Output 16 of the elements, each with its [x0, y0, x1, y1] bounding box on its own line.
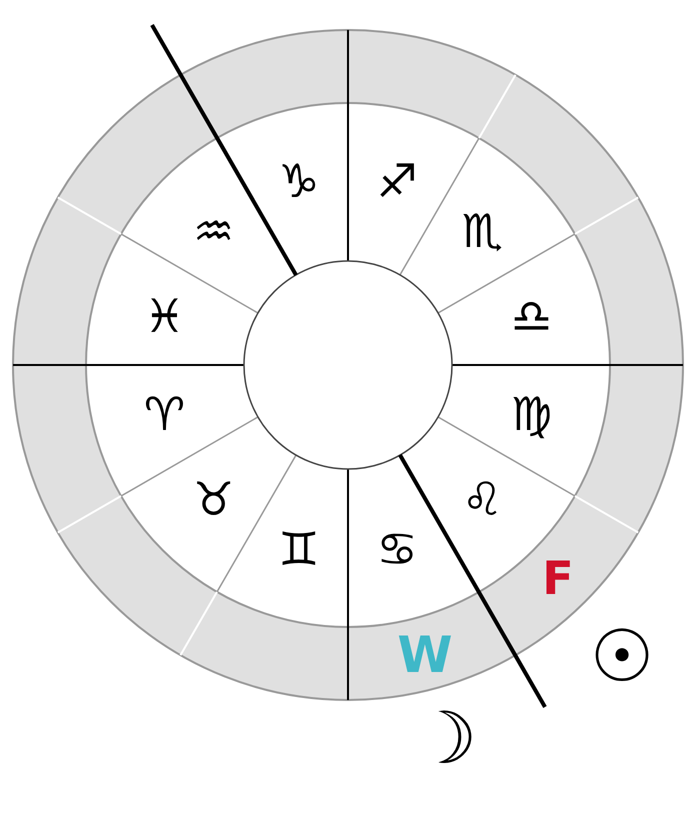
- zodiac-sign: ♒: [193, 208, 234, 254]
- zodiac-sign: ♋: [376, 526, 418, 572]
- sun-symbol: ☉: [590, 620, 654, 692]
- zodiac-sign: ♊: [278, 526, 320, 572]
- zodiac-sign: ♌: [462, 476, 503, 522]
- zodiac-sign: ♏: [462, 208, 503, 254]
- moon-symbol: ☽: [412, 702, 478, 774]
- letter-label: F: [542, 555, 574, 601]
- zodiac-sign: ♎: [510, 292, 552, 339]
- zodiac-sign: ♓: [144, 292, 186, 339]
- letter-label: W: [397, 630, 453, 680]
- zodiac-sign: ♉: [193, 476, 234, 522]
- zodiac-sign: ♐: [376, 158, 418, 204]
- zodiac-sign: ♈: [144, 391, 186, 438]
- zodiac-sign: ♑: [278, 158, 320, 204]
- zodiac-sign: ♍: [510, 391, 552, 438]
